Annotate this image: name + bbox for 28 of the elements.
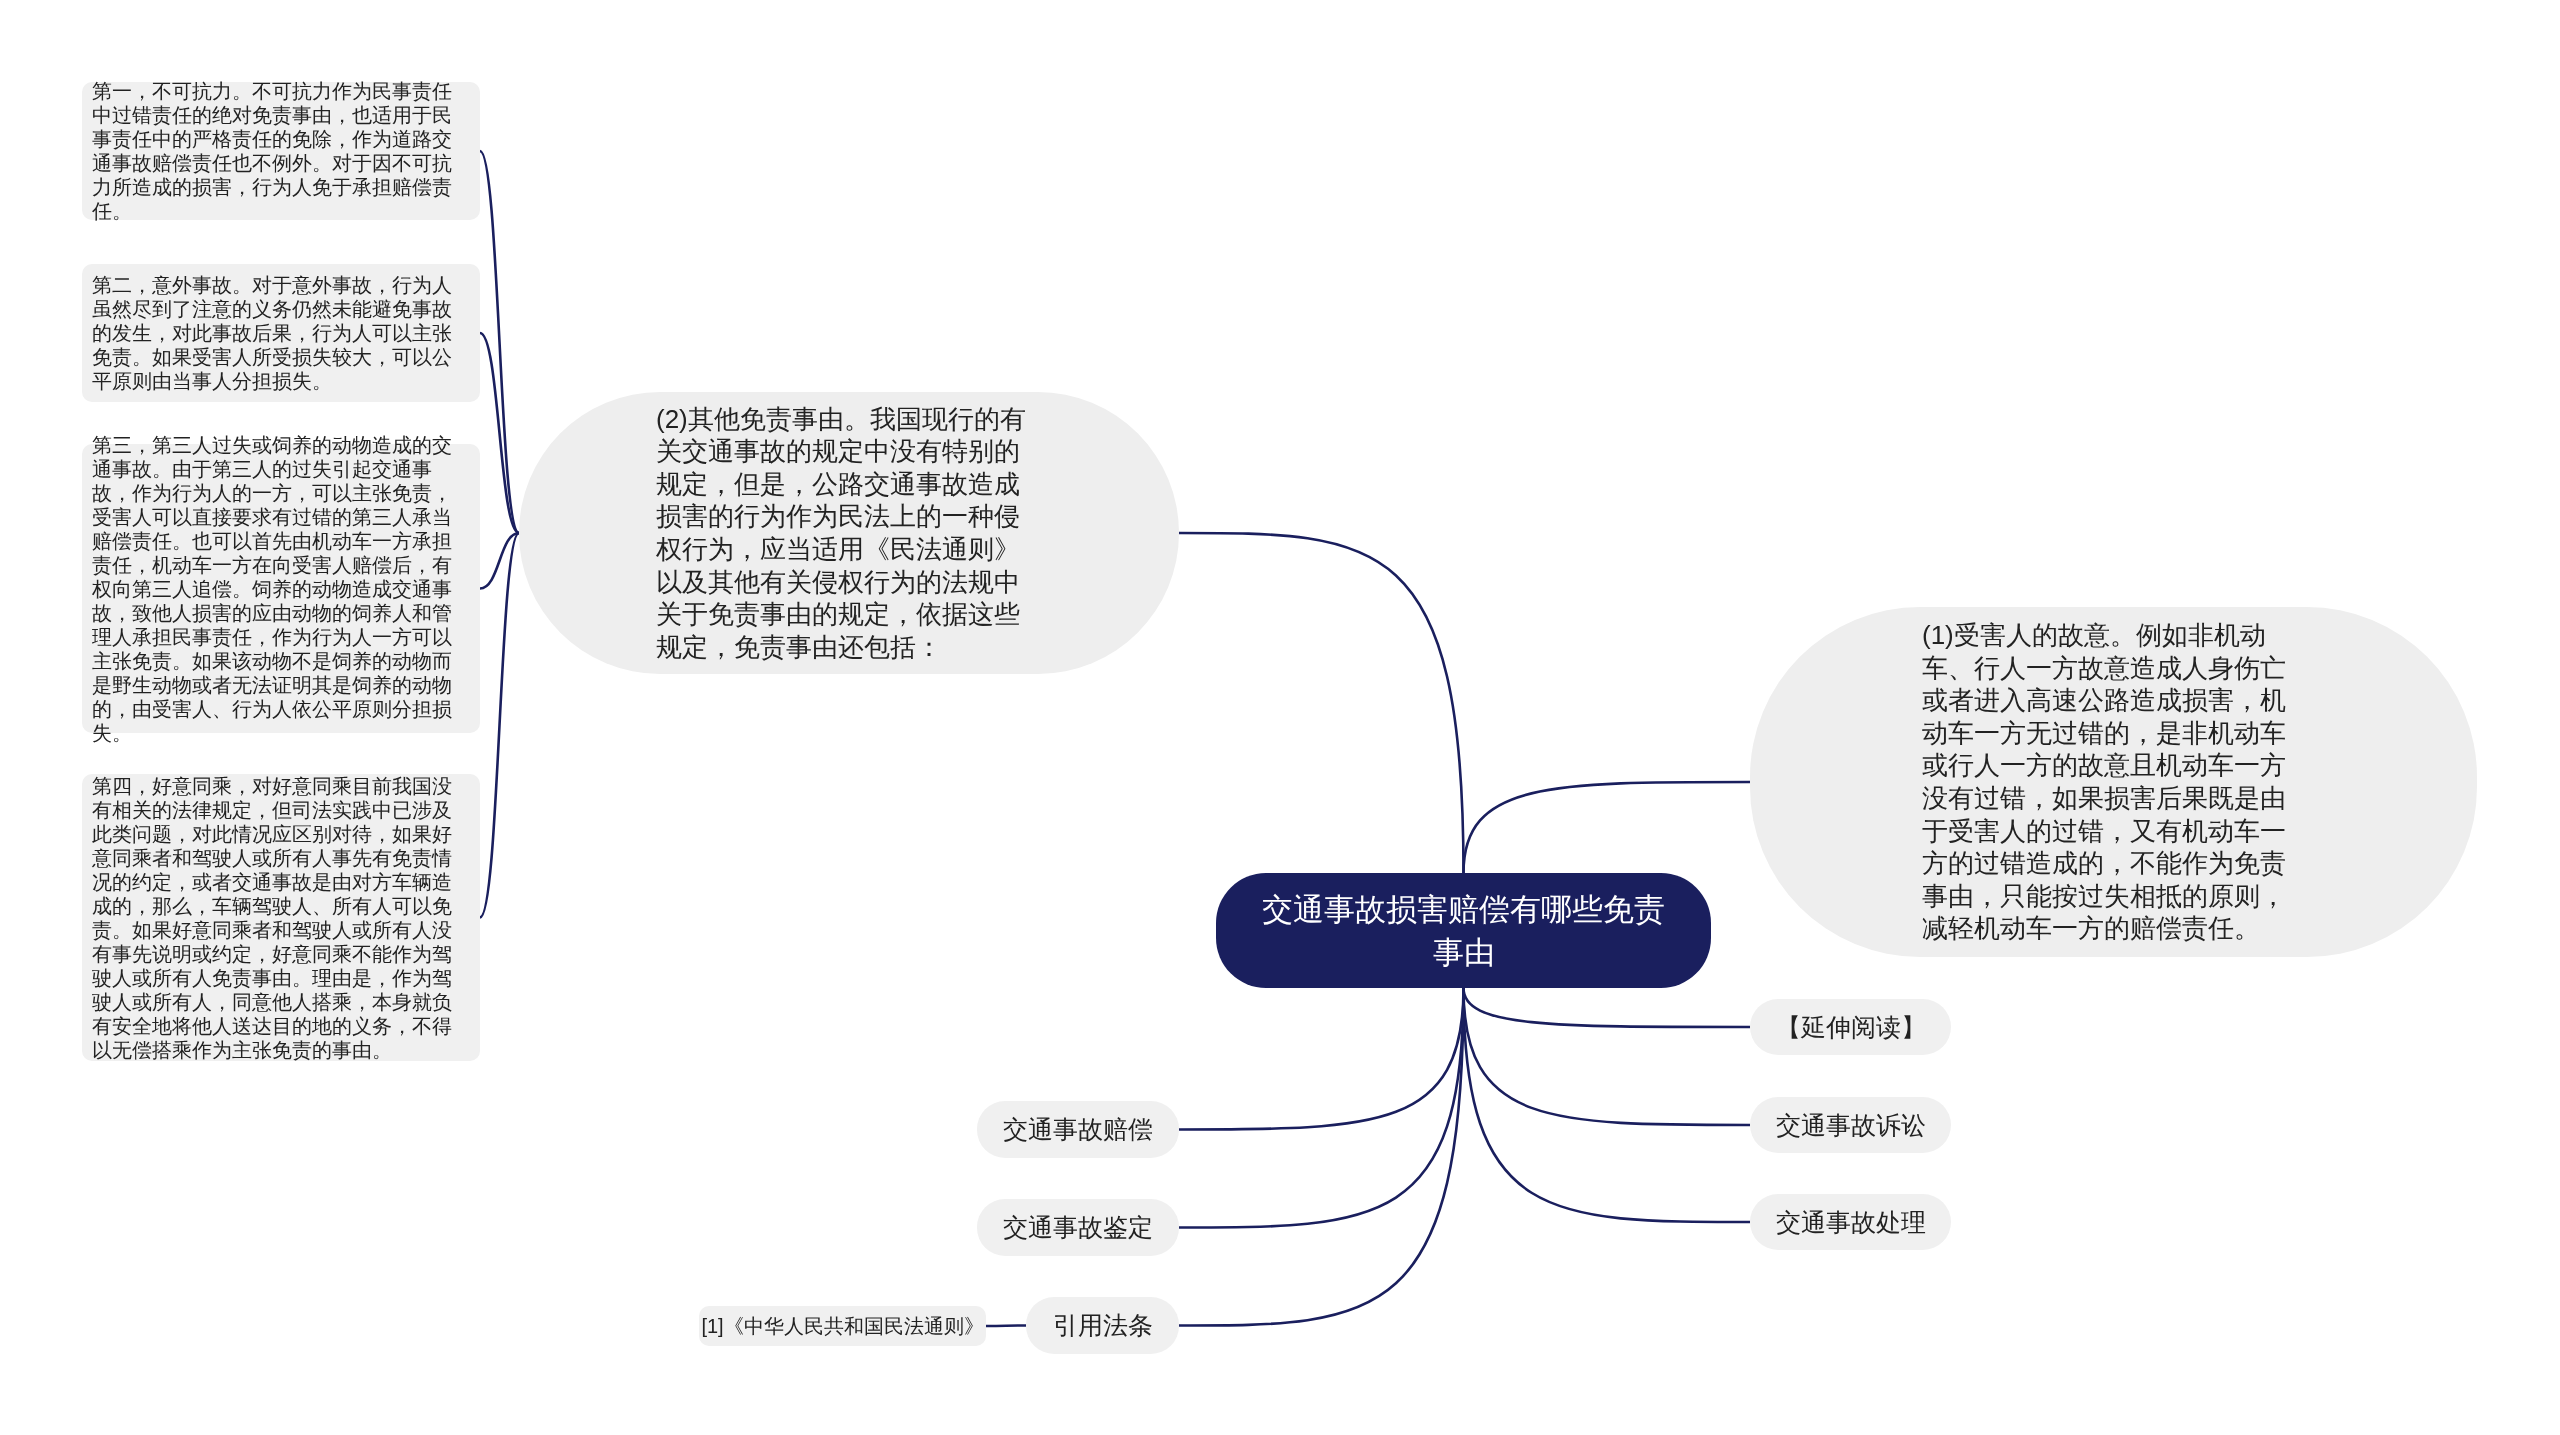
connector-line	[478, 532, 521, 919]
reference-tag	[699, 1306, 986, 1346]
topic-text: 交通事故处理	[1775, 1206, 1926, 1238]
topic-pill	[1750, 1097, 1951, 1153]
topic-text: 第四，好意同乘，对好意同乘目前我国没有相关的法律规定，但司法实践中已涉及此类问题，对此情况应区别对待，如果好意同乘者和驾驶人或所有人事先有免责情况的约定，或者交通事故是由对方车辆造成的，那么，车辆驾驶人、所有人可以免责。如果好意同乘者和驾驶人或所有人没有事先说明或约定，好意同乘不能作为驾驶人或所有人免责事由。理由是，作为驾驶人或所有人，同意他人搭乘，本身就负有安全地将他人送达目的地的义务，不得以无偿搭乘作为主张免责的事由。	[92, 773, 453, 1062]
connector-line	[986, 1324, 1026, 1328]
connector-line	[479, 531, 520, 590]
topic-pill	[1750, 999, 1951, 1055]
topic-text: 交通事故赔偿	[1003, 1114, 1153, 1145]
topic-text: (2)其他免责事由。我国现行的有关交通事故的规定中没有特别的规定，但是，公路交通事故造成损害的行为作为民法上的一种侵权行为，应当适用《民法通则》以及其他有关侵权行为的法规中关于免责事由的规定，依据这些规定，免责事由还包括：	[656, 402, 1027, 664]
topic-text: [1]《中华人民共和国民法通则》	[701, 1313, 984, 1339]
topic-pill	[977, 1199, 1179, 1256]
topic-text: 交通事故损害赔偿有哪些免责事由	[1261, 890, 1666, 972]
topic-pill	[1026, 1297, 1179, 1354]
topic-pill	[1750, 1194, 1951, 1250]
topic-text: (1)受害人的故意。例如非机动车、行人一方故意造成人身伤亡或者进入高速公路造成损害，机动车一方无过错的，是非机动车或行人一方的故意且机动车一方没有过错，如果损害后果既是由于受害人的过错，又有机动车一方的过错造成的，不能作为免责事由，只能按过失相抵的原则，减轻机动车一方的赔偿责任。	[1922, 619, 2287, 945]
connector-line	[478, 150, 521, 534]
note-card	[82, 264, 480, 402]
topic-text: 第二，意外事故。对于意外事故，行为人虽然尽到了注意的义务仍然未能避免事故的发生，对此事故后果，行为人可以主张免责。如果受害人所受损失较大，可以公平原则由当事人分担损失。	[92, 273, 453, 393]
topic-text: 第三，第三人过失或饲养的动物造成的交通事故。由于第三人的过失引起交通事故，作为行为人的一方，可以主张免责，受害人可以直接要求有过错的第三人承当赔偿责任。也可以首先由机动车一方承担责任，机动车一方在向受害人赔偿后，有权向第三人追偿。饲养的动物造成交通事故，致他人损害的应由动物的饲养人和管理人承担民事责任，作为行为人一方可以主张免责。如果该动物不是饲养的动物而是野生动物或者无法证明其是饲养的动物的，由受害人、行为人依公平原则分担损失。	[92, 432, 453, 745]
topic-text: 引用法条	[1052, 1310, 1153, 1341]
topic-pill	[977, 1101, 1179, 1158]
topic-text: 交通事故诉讼	[1775, 1109, 1926, 1141]
connector-line	[479, 332, 520, 534]
topic-text: 交通事故鉴定	[1003, 1212, 1153, 1243]
connector-line	[1462, 780, 1750, 874]
topic-text: 【延伸阅读】	[1775, 1011, 1926, 1043]
topic-text: 第一，不可抗力。不可抗力作为民事责任中过错责任的绝对免责事由，也适用于民事责任中的严格责任的免除，作为道路交通事故赔偿责任也不例外。对于因不可抗力所造成的损害，行为人免于承担赔偿责任。	[92, 79, 453, 223]
